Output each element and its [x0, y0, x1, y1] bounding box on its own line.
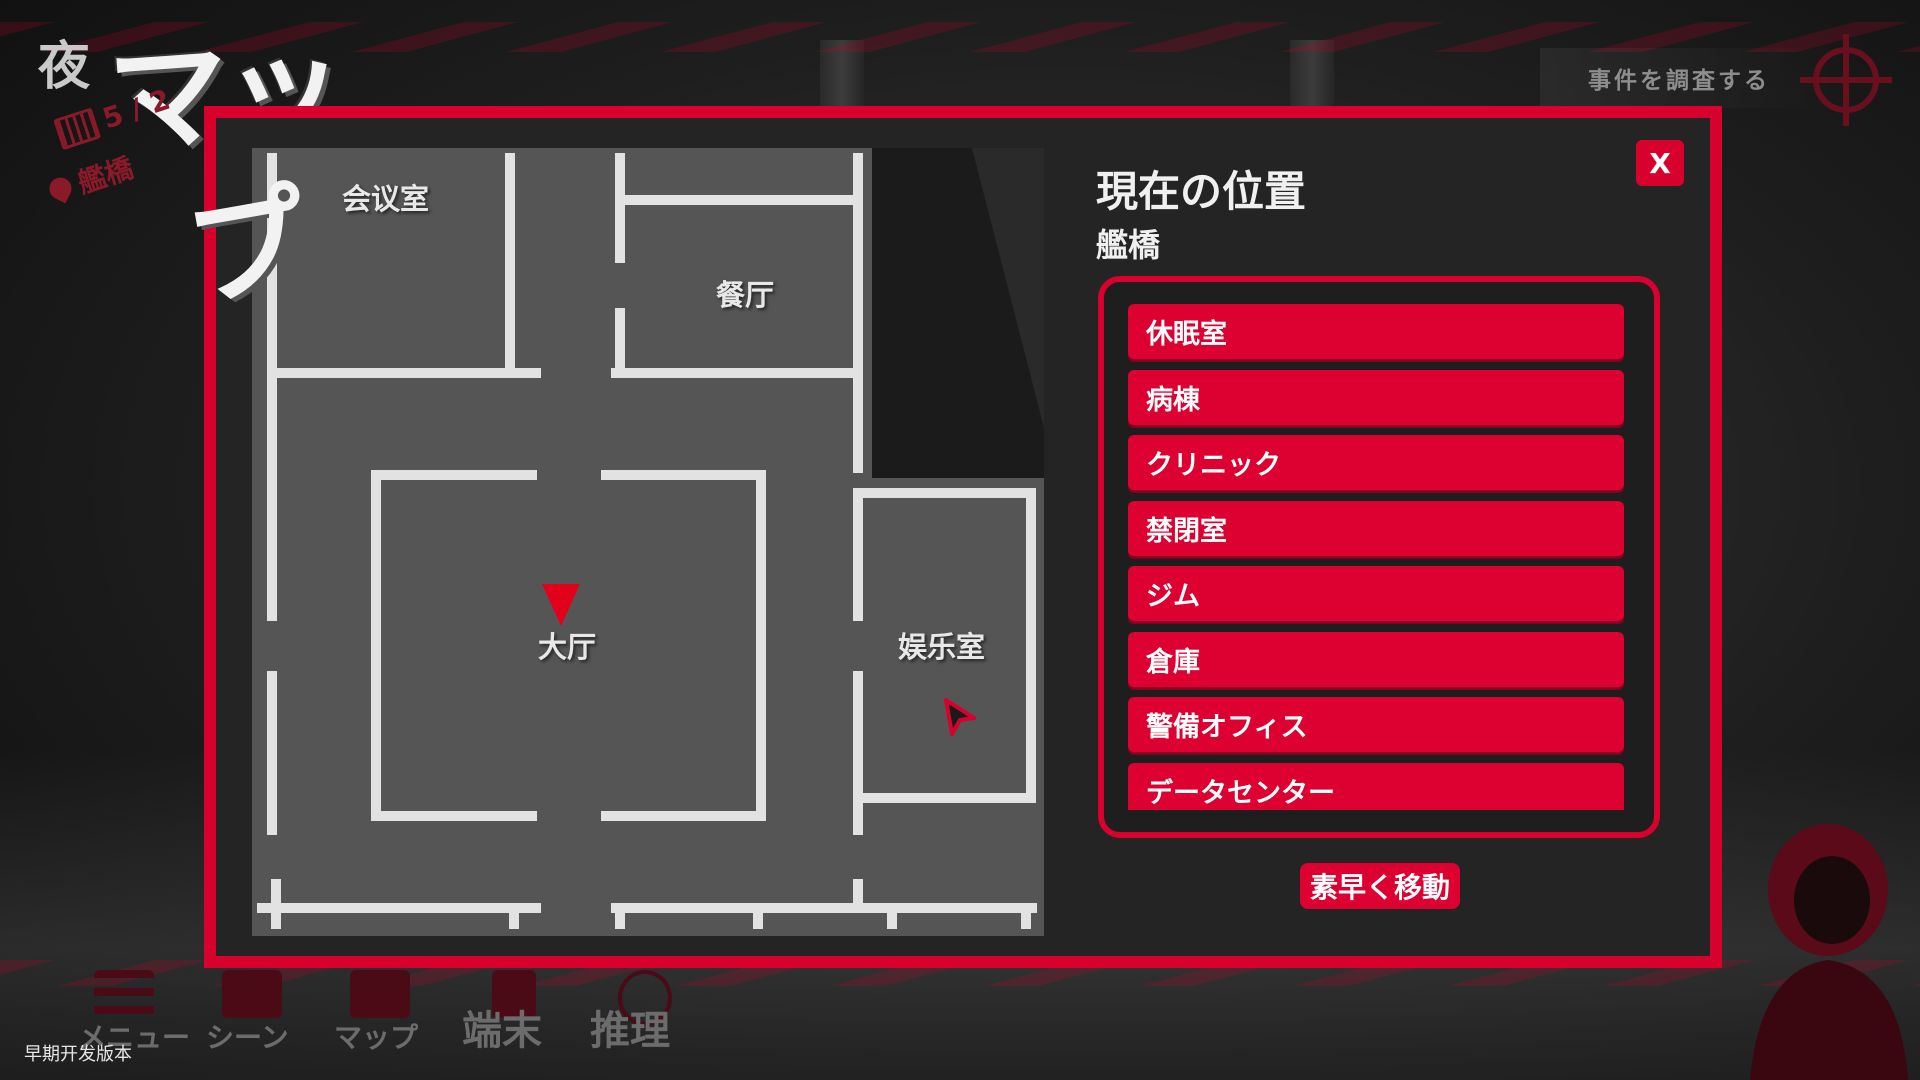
menu-icon — [94, 970, 154, 1018]
destination-gym[interactable]: ジム — [1128, 566, 1624, 621]
nav-scene[interactable]: シーン — [206, 970, 306, 1060]
map-exterior-grid — [972, 148, 1044, 428]
time-of-day: 夜 — [38, 37, 93, 97]
room-label-meeting-room[interactable]: 会议室 — [342, 182, 430, 216]
nav-menu[interactable]: メニュー — [78, 970, 190, 1060]
scene-icon — [222, 970, 282, 1018]
deduction-icon — [618, 970, 672, 1026]
fast-travel-button[interactable]: 素早く移動 — [1300, 863, 1460, 909]
destination-ward[interactable]: 病棟 — [1128, 369, 1624, 425]
nav-deduction[interactable]: 推理 — [590, 970, 690, 1060]
floor-map: 会议室 餐厅 大厅 娱乐室 — [252, 148, 1044, 936]
destination-list-panel: 休眠室 病棟 クリニック 禁閉室 ジム 倉庫 警備オフィス データセンター — [1098, 276, 1660, 838]
room-label-recreation-room[interactable]: 娱乐室 — [898, 630, 986, 664]
destination-confinement-room[interactable]: 禁閉室 — [1128, 500, 1624, 556]
map-walls — [257, 153, 1037, 929]
current-position-title: 現在の位置 — [1096, 167, 1307, 216]
character-portrait — [1750, 824, 1908, 1080]
nav-map[interactable]: マップ — [334, 970, 434, 1060]
crosshair-icon — [1800, 34, 1892, 126]
caution-stripes-top — [0, 22, 1920, 52]
destination-list[interactable]: 休眠室 病棟 クリニック 禁閉室 ジム 倉庫 警備オフィス データセンター — [1128, 304, 1624, 810]
destination-data-center[interactable]: データセンター — [1128, 762, 1624, 810]
nav-menu-label: メニュー — [78, 1021, 191, 1054]
nav-map-label: マップ — [334, 1021, 419, 1054]
current-position-name: 艦橋 — [1096, 226, 1161, 264]
nav-terminal[interactable]: 端末 — [462, 970, 562, 1060]
close-button[interactable]: X — [1636, 140, 1684, 186]
nav-terminal-label: 端末 — [462, 1008, 542, 1054]
player-position-marker — [542, 584, 580, 626]
nav-scene-label: シーン — [206, 1021, 289, 1054]
destination-security-office[interactable]: 警備オフィス — [1128, 697, 1624, 752]
investigate-case-button[interactable]: 事件を調査する — [1540, 48, 1840, 108]
early-access-notice: 早期开发版本 — [24, 1044, 132, 1065]
map-dialog: 会议室 餐厅 大厅 娱乐室 X 現在の位置 艦橋 休眠室 病棟 クリニック 禁閉… — [204, 106, 1722, 968]
nav-deduction-label: 推理 — [590, 1008, 670, 1054]
destination-clinic[interactable]: クリニック — [1128, 435, 1624, 490]
investigate-label: 事件を調査する — [1588, 68, 1770, 94]
destination-storage[interactable]: 倉庫 — [1128, 631, 1624, 687]
mouse-cursor-icon — [944, 698, 976, 736]
destination-sleep-room[interactable]: 休眠室 — [1128, 304, 1624, 359]
room-label-dining-hall[interactable]: 餐厅 — [716, 278, 775, 312]
room-label-main-hall[interactable]: 大厅 — [538, 630, 597, 664]
bottom-navigation: メニュー シーン マップ 端末 推理 — [78, 970, 690, 1060]
floor-map-walls — [257, 148, 1044, 929]
terminal-icon — [492, 970, 536, 1018]
map-icon — [350, 970, 410, 1018]
